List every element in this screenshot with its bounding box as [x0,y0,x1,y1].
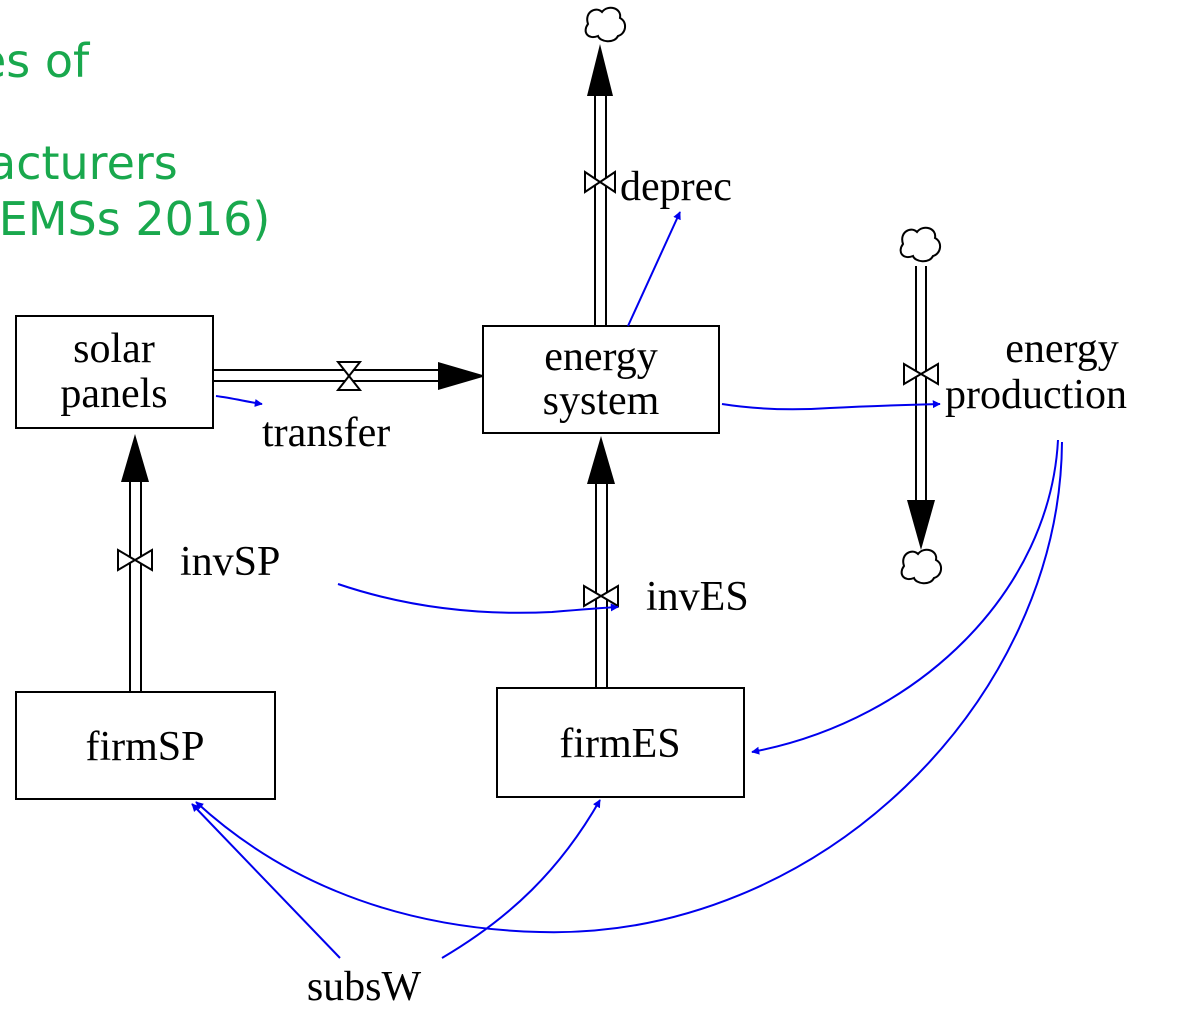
energy-production-valve-icon [903,362,939,386]
title-line-2: acturers [0,136,178,190]
link-energy-system-to-energy-production [721,400,941,411]
transfer-pipe [214,369,440,382]
title-line-1: es of [0,34,90,88]
subsw-label: subsW [307,964,422,1010]
link-energy-production-to-firm-sp [195,441,1063,934]
cloud-icon [584,6,626,43]
cloud-icon [899,226,941,263]
deprec-arrowhead [587,44,613,96]
solar-panels-label-line-1: solar [73,326,155,372]
inves-valve-icon [583,584,619,608]
stock-firm-es: firmES [496,687,745,798]
title-line-3: iEMSs 2016) [0,192,271,246]
link-invsp-to-inves [337,583,619,614]
firm-es-label: firmES [559,721,680,767]
stock-firm-sp: firmSP [15,691,276,800]
invsp-label: invSP [180,539,280,585]
firm-sp-label: firmSP [85,724,204,770]
transfer-label: transfer [262,410,390,456]
link-subsw-to-firm-sp [191,803,341,959]
transfer-valve-icon [335,361,363,391]
inves-pipe [595,484,608,688]
cloud-icon [900,548,942,585]
energy-system-label-line-1: energy [544,334,658,380]
invsp-pipe [129,482,142,692]
energy-production-label-line-2: production [945,372,1127,418]
deprec-valve-icon [584,170,616,194]
link-energy-system-to-deprec [627,211,681,327]
deprec-pipe [594,96,607,326]
solar-panels-label-line-2: panels [60,371,167,417]
slide-title: es of acturers iEMSs 2016) [0,0,420,280]
stock-solar-panels: solar panels [15,315,214,429]
invsp-arrowhead [121,434,149,482]
inves-arrowhead [587,436,615,484]
energy-production-arrowhead [907,500,935,550]
energy-system-label-line-2: system [543,378,660,424]
energy-production-label-line-1: energy [1005,326,1119,372]
energy-production-pipe [915,266,927,500]
link-subsw-to-firm-es [441,799,601,959]
inves-label: invES [646,574,749,620]
transfer-arrowhead [438,362,486,390]
link-solar-panels-to-transfer [215,395,263,407]
invsp-valve-icon [117,548,153,572]
deprec-label: deprec [620,164,732,210]
stock-energy-system: energy system [482,325,720,434]
link-energy-production-to-firm-es [751,439,1059,755]
